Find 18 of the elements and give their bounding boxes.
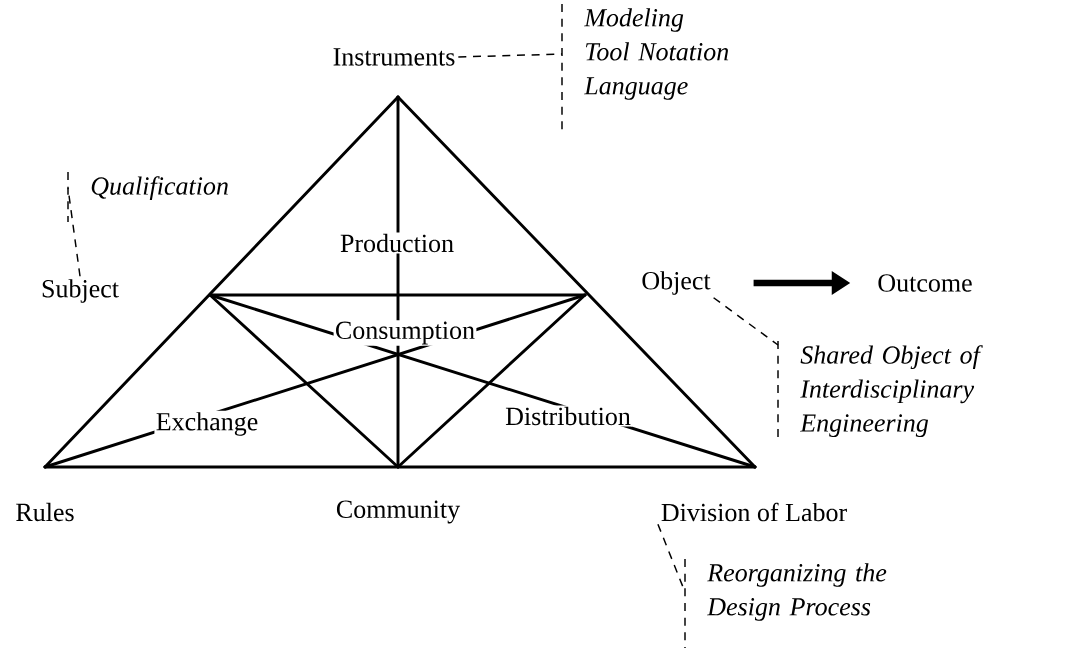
vertex-label: Object [642, 271, 711, 295]
annotation: Reorganizing the Design Process [684, 558, 887, 648]
region-label: Production [338, 232, 456, 254]
vertex-label: Community [334, 499, 462, 525]
vertex-label: Division of Labor [661, 502, 847, 522]
leader-line [712, 297, 779, 346]
region-label: Exchange [154, 410, 260, 438]
annotation: Shared Object of Interdisciplinary Engineering [777, 340, 983, 443]
leader-line [457, 53, 563, 58]
annotation: Qualification [67, 171, 228, 223]
vertex-label: Subject [42, 279, 119, 303]
region-label: Consumption [333, 320, 477, 346]
leader-line [67, 187, 81, 277]
vertex-label: Outcome [878, 274, 972, 292]
annotation: Modeling Tool Notation Language [561, 3, 729, 133]
vertex-label: Rules [14, 501, 76, 523]
region-label: Distribution [503, 405, 633, 427]
vertex-label: Instruments [333, 48, 455, 66]
